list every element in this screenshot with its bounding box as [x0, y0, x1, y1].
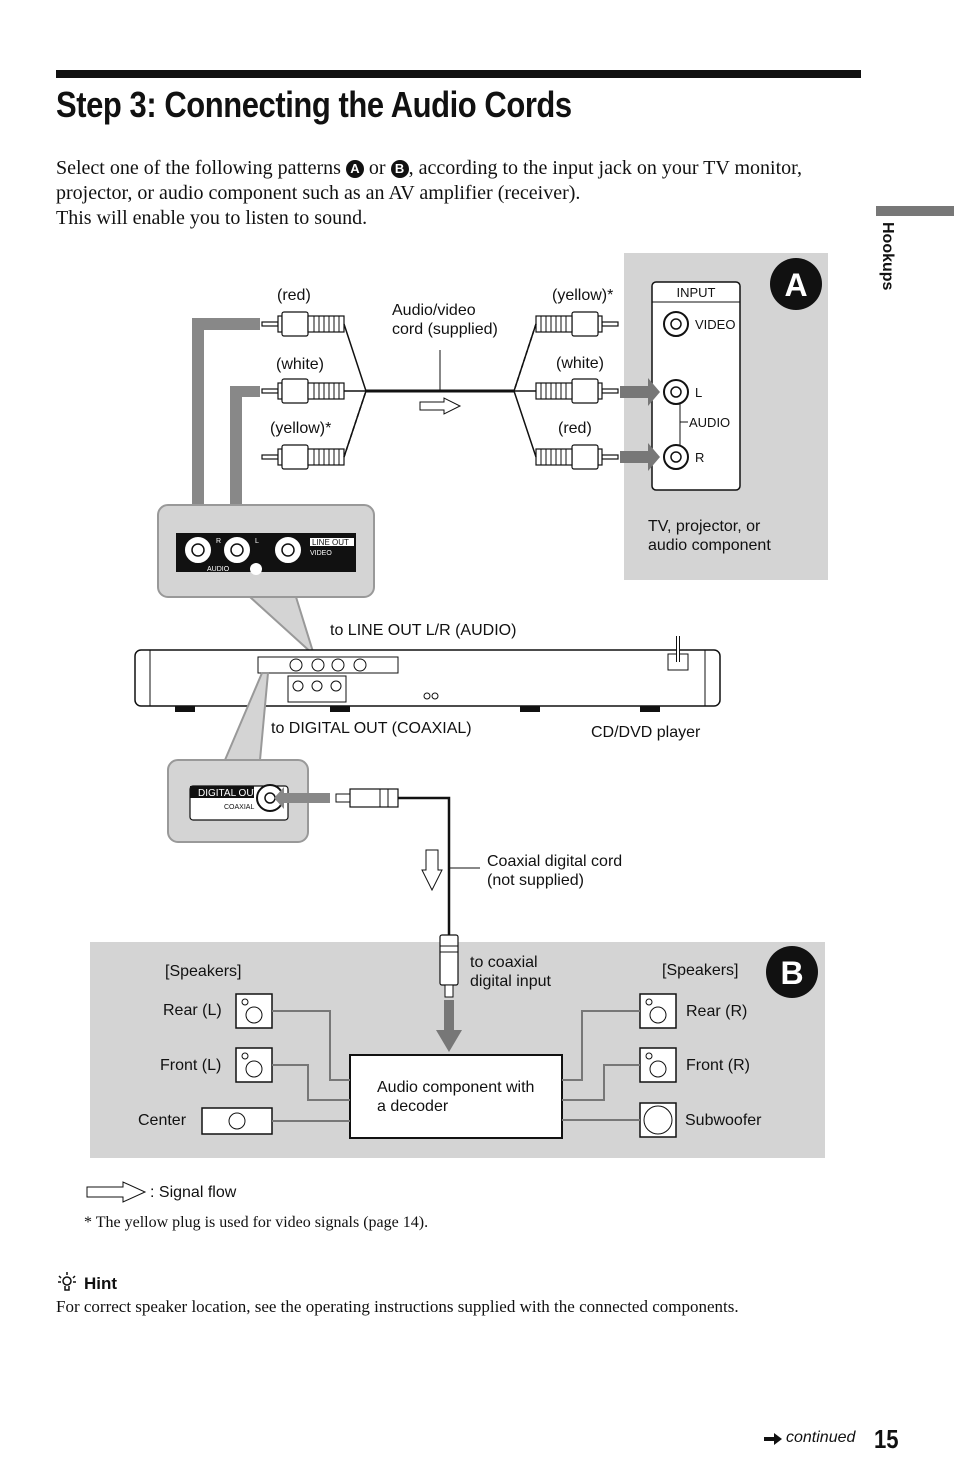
speaker-front-left-label: Front (L) — [160, 1057, 222, 1074]
hint-bulb-icon — [58, 1272, 76, 1291]
pattern-a-circle — [770, 258, 822, 310]
to-line-out-label: to LINE OUT L/R (AUDIO) — [330, 622, 517, 639]
decoder-label: Audio component with a decoder — [377, 1079, 535, 1115]
page-number: 15 — [874, 1424, 899, 1454]
route-red — [192, 318, 260, 530]
section-tab-label: Hookups — [879, 222, 896, 291]
plug-right-red-label: (red) — [558, 420, 592, 437]
signal-flow-legend: : Signal flow — [150, 1184, 237, 1201]
lineout-video-label: VIDEO — [310, 550, 332, 557]
footnote: * The yellow plug is used for video sign… — [84, 1214, 429, 1231]
pattern-a-badge: A — [345, 160, 364, 178]
speaker-rear-right-label: Rear (R) — [686, 1003, 748, 1020]
speaker-rear-left-label: Rear (L) — [163, 1002, 222, 1019]
speaker-subwoofer-label: Subwoofer — [685, 1112, 762, 1129]
continued-arrow-icon — [764, 1433, 782, 1445]
plug-right-white — [536, 379, 618, 403]
plug-left-red-label: (red) — [277, 287, 311, 304]
signal-flow-legend-icon — [86, 1181, 147, 1203]
section-tab: Hookups — [876, 222, 900, 302]
decoder-box — [349, 1054, 563, 1139]
tv-audio-label: AUDIO — [689, 415, 730, 430]
signal-flow-arrow-coax — [421, 849, 443, 892]
page-title: Step 3: Connecting the Audio Cords — [56, 84, 572, 125]
route-white — [230, 386, 260, 530]
plug-right-white-label: (white) — [556, 355, 605, 372]
speaker-center — [201, 1107, 273, 1135]
plug-right-yellow — [536, 312, 618, 336]
lineout-audio-label: AUDIO — [207, 566, 230, 573]
intro-paragraph: Select one of the following patterns A o… — [56, 156, 866, 231]
plug-left-yellow — [261, 444, 345, 470]
plug-left-red — [261, 311, 345, 337]
tv-video-label: VIDEO — [695, 317, 735, 332]
arrow-to-tv-r — [620, 443, 660, 471]
intro-line-3: This will enable you to listen to sound. — [56, 207, 368, 229]
coax-cord — [398, 796, 451, 935]
speakers-right-heading: [Speakers] — [662, 962, 739, 979]
av-cord-label: Audio/video cord (supplied) — [392, 302, 498, 338]
coaxial-label: COAXIAL — [224, 804, 254, 811]
speaker-front-right-label: Front (R) — [686, 1057, 750, 1074]
to-digital-out-label: to DIGITAL OUT (COAXIAL) — [271, 720, 472, 737]
pattern-b-circle — [766, 946, 818, 998]
intro-text: Select one of the following patterns — [56, 157, 341, 179]
plug-right-yellow-label: (yellow)* — [552, 287, 614, 304]
continued-label: continued — [786, 1429, 856, 1446]
coax-plug-bottom — [439, 934, 459, 986]
coax-cord-label: Coaxial digital cord (not supplied) — [487, 853, 623, 889]
pattern-b-badge: B — [390, 160, 409, 178]
intro-or: or — [368, 157, 386, 179]
arrow-to-tv-l — [620, 378, 660, 406]
badge-b-label: B — [780, 955, 803, 991]
plug-left-white-label: (white) — [276, 356, 325, 373]
coax-plug-top — [349, 788, 399, 808]
signal-flow-arrow-av — [419, 397, 462, 415]
tv-caption: TV, projector, or audio component — [648, 518, 771, 554]
hint-text: For correct speaker location, see the op… — [56, 1297, 739, 1316]
player-label: CD/DVD player — [591, 724, 701, 741]
arrow-to-digital-out — [274, 787, 330, 809]
badge-a-label: A — [784, 267, 807, 303]
arrow-to-decoder — [436, 1000, 462, 1052]
tv-input-label: INPUT — [677, 285, 716, 300]
lineout-l-label: L — [255, 538, 259, 545]
section-tab-bar — [876, 206, 954, 216]
speaker-center-label: Center — [138, 1112, 187, 1129]
to-coax-input-label: to coaxial digital input — [470, 954, 551, 990]
intro-text-cont: , according to the input jack on your TV… — [408, 157, 802, 179]
lineout-title-label: LINE OUT — [312, 538, 349, 547]
hint-heading: Hint — [84, 1274, 118, 1293]
lineout-r-label: R — [216, 538, 221, 545]
plug-right-red — [536, 445, 618, 469]
speakers-left-heading: [Speakers] — [165, 963, 242, 980]
plug-left-yellow-label: (yellow)* — [270, 420, 332, 437]
plug-left-white — [261, 378, 345, 404]
digital-out-label: DIGITAL OUT — [198, 788, 260, 799]
tv-r-label: R — [695, 450, 704, 465]
tv-l-label: L — [695, 385, 702, 400]
intro-line-2: projector, or audio component such as an… — [56, 182, 581, 204]
speaker-wires — [272, 1010, 640, 1122]
title-rule — [56, 70, 861, 78]
